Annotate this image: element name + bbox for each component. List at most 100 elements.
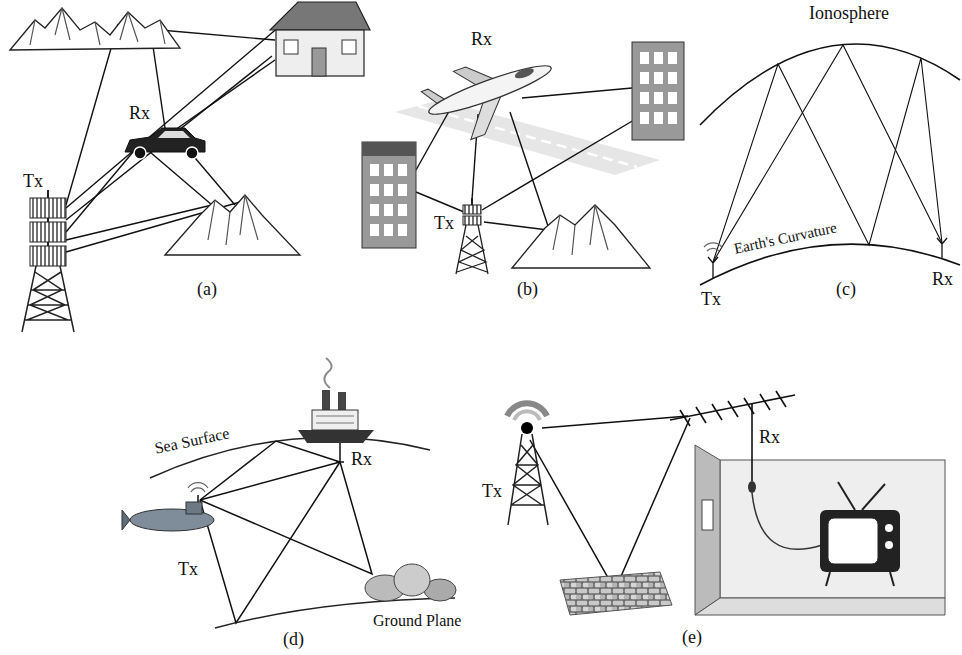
office-building-part [668,112,677,124]
rx-label: Rx [128,104,151,124]
tx-label: Tx [700,290,722,310]
office-building-part [362,142,416,248]
ship-receiver-part [316,416,354,423]
office-building-part [398,224,407,236]
propagation-ray [713,45,942,262]
propagation-ray-part [200,462,372,574]
transmitter-tower-part [47,190,49,198]
ionosphere-layer [700,44,960,125]
rx-label: Rx [931,270,954,290]
ship-receiver [298,358,374,462]
submarine-transmitter-part [186,502,202,514]
house-building-part [284,40,298,54]
transmitter-tower-part [47,218,49,246]
propagation-ray-part [190,152,235,205]
transmitter-tower-part [521,422,533,434]
mountain-range-part [30,8,165,45]
ship-receiver-part [312,410,358,430]
television-part [885,541,893,549]
propagation-ray-part [66,24,118,205]
office-building-part [668,72,677,84]
transmitter-tower [507,403,548,525]
television-part [826,572,894,586]
ship-receiver-part [298,430,374,443]
car-receiver-part [158,131,190,138]
propagation-ray-part [200,462,340,623]
ionosphere-layer-part [700,44,960,125]
submarine-transmitter [122,483,214,531]
mountain-part [553,205,608,255]
propagation-ray-part [542,416,688,428]
propagation-ray-part [530,418,690,590]
room-part [748,481,756,493]
antenna-symbol-part [937,238,947,258]
transmitter-tower [456,198,488,274]
surface-label: Earth's Curvature [731,219,839,257]
house-building-part [270,2,370,30]
office-building-part [654,92,663,104]
rocks-part [394,564,430,596]
transmitter-tower-part [471,198,473,205]
rx-label: Rx [758,428,781,448]
panel-caption: (c) [835,280,857,300]
office-building-part [370,204,379,216]
yagi-antenna-part [680,391,786,426]
tx-label: Tx [177,560,199,580]
surface-label: Ground Plane [372,612,462,630]
office-building-part [668,92,677,104]
runway-part [418,106,637,167]
transmitter-tower-part [456,225,488,274]
panel-caption: (b) [516,280,539,300]
panel-caption: (d) [282,630,305,650]
mountain-range [10,8,180,50]
mountain [165,195,300,255]
tx-label: Tx [433,214,455,234]
propagation-ray-part [416,106,452,170]
antenna-symbol-part [708,257,718,278]
antenna-symbol-part [704,243,722,251]
office-building-part [370,184,379,196]
mountain-part [208,195,258,245]
propagation-ray-part [66,146,138,232]
television-part [838,482,885,510]
airplane-receiver-part [425,58,554,121]
rx-label: Rx [470,30,493,50]
airplane-receiver-part [514,66,536,80]
propagation-ray-part [522,88,632,98]
room-part [720,460,945,598]
office-building-part [640,52,649,64]
house-building-part [342,40,356,54]
transmitter-tower-part [514,411,540,420]
room-part [695,598,945,615]
car-receiver [125,128,205,159]
propagation-ray-part [160,30,275,40]
tx-label: Tx [22,172,44,192]
office-building [632,42,684,140]
office-building-part [640,112,649,124]
transmitter-tower-part [463,205,481,214]
transmitter-tower-part [30,222,66,242]
office-building-part [370,224,379,236]
mountain-range-part [10,8,180,50]
tx-label: Tx [481,482,503,502]
office-building-part [384,164,393,176]
ship-receiver-part [324,358,331,388]
propagation-ray-part [482,120,634,210]
television [820,482,900,586]
house-building-part [276,30,364,76]
car-receiver-part [134,147,146,159]
mountain-part [512,205,650,268]
submarine-transmitter-part [122,510,130,530]
office-building-part [668,52,677,64]
office-building-part [384,204,393,216]
office-building-part [384,184,393,196]
transmitter-tower-part [463,216,481,225]
propagation-ray-part [66,26,280,208]
submarine-transmitter-part [197,495,199,502]
ship-receiver-part [336,443,344,462]
house-building-part [312,48,326,76]
room [695,445,945,615]
car-receiver-part [186,147,198,159]
